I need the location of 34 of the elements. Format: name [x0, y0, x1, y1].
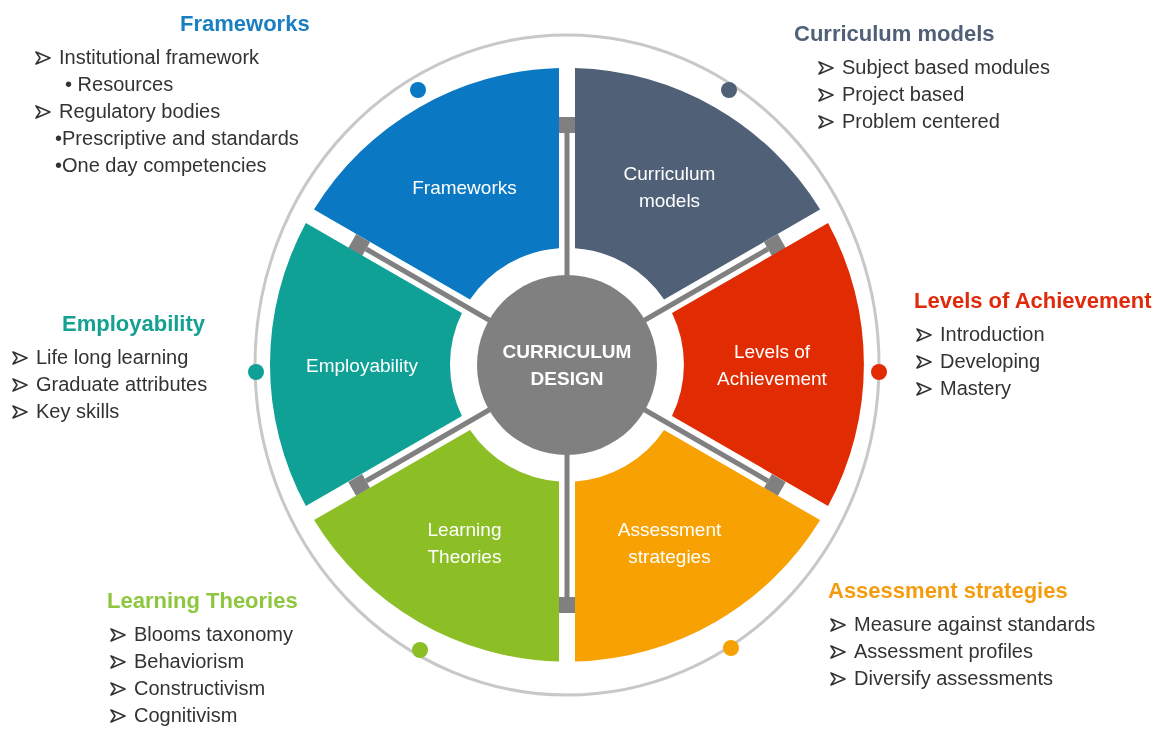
section-heading: Employability [62, 310, 207, 338]
list-item: Constructivism [134, 676, 266, 701]
segment-label: Frameworks [411, 175, 518, 200]
list-item: Developing [940, 349, 1041, 374]
segment-label: Employability [305, 353, 419, 378]
list-item: Problem centered [842, 109, 1000, 134]
list-item: Cognitivism [134, 703, 238, 728]
section-heading: Learning Theories [107, 587, 298, 615]
segment-label: Curriculum models [622, 162, 717, 214]
center-label: CURRICULUM DESIGN [501, 340, 633, 391]
section-heading: Assessment strategies [828, 577, 1069, 605]
list-item: Diversify assessments [854, 666, 1053, 691]
sub-list-item: •Prescriptive and standards [55, 126, 300, 151]
list-item: Mastery [940, 376, 1012, 401]
section-heading: Frameworks [180, 10, 310, 38]
list-item: Life long learning [36, 345, 189, 370]
list-item: Subject based modules [842, 55, 1050, 80]
segment-label: Assessment strategies [616, 517, 723, 569]
list-item: Graduate attributes [36, 372, 208, 397]
list-item: Regulatory bodies [59, 99, 221, 124]
list-item: Project based [842, 82, 965, 107]
section-heading: Curriculum models [794, 20, 996, 48]
segment-label: Learning Theories [426, 517, 503, 569]
section-heading: Levels of Achievement [914, 287, 1152, 315]
segment-label: Levels of Achievement [716, 340, 828, 391]
list-item: Blooms taxonomy [134, 622, 293, 647]
list-item: Introduction [940, 322, 1045, 347]
list-item: Institutional framework [59, 45, 260, 70]
list-item: Assessment profiles [854, 639, 1033, 664]
sub-list-item: •One day competencies [55, 153, 268, 178]
list-item: Behaviorism [134, 649, 245, 674]
sub-list-item: • Resources [65, 72, 175, 97]
list-item: Key skills [36, 399, 120, 424]
list-item: Measure against standards [854, 612, 1096, 637]
